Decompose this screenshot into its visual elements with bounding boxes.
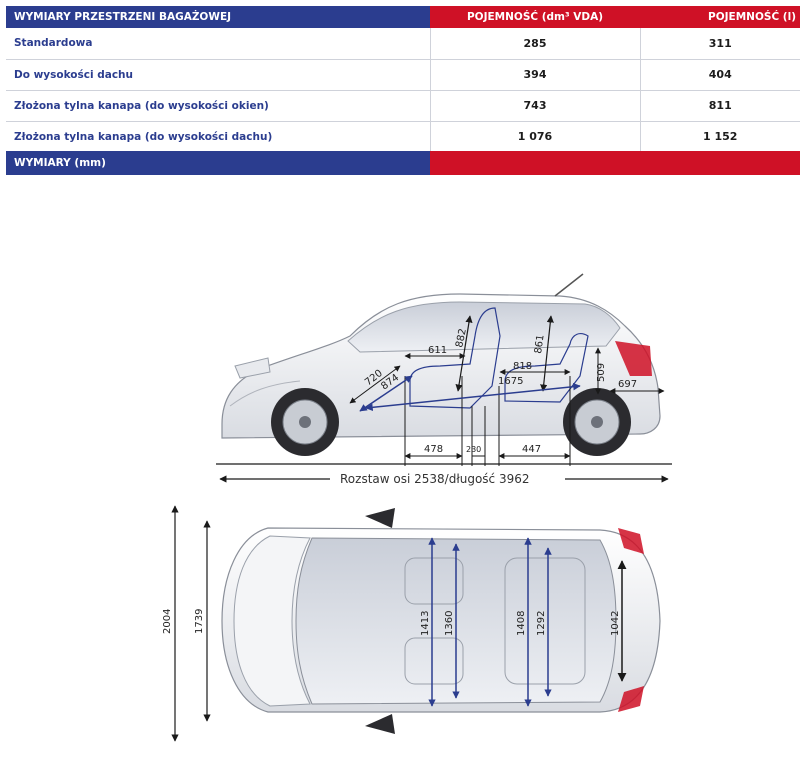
dim-1292-label: 1292 [536, 611, 547, 636]
dim-1413-label: 1413 [420, 611, 431, 636]
diagram-svg: 882 861 611 818 720 874 1675 509 697 478… [162, 273, 672, 742]
dim-447-label: 447 [522, 444, 541, 455]
dim-611-label: 611 [428, 345, 447, 356]
col-header-litres: POJEMNOŚĆ (l) [640, 6, 800, 28]
row-label: Standardowa [6, 28, 430, 60]
dim-1408-label: 1408 [516, 611, 527, 636]
dimensions-title: WYMIARY (mm) [6, 151, 430, 175]
table-row: Złożona tylna kanapa (do wysokości okien… [6, 90, 800, 122]
dim-861-label: 861 [533, 334, 547, 354]
side-view-car: 882 861 611 818 720 874 1675 509 697 478… [216, 273, 672, 486]
car-dimensions-diagram: 882 861 611 818 720 874 1675 509 697 478… [0, 176, 800, 763]
dim-818-label: 818 [513, 361, 532, 372]
row-vda-value: 743 [429, 90, 640, 122]
col-header-vda: POJEMNOŚĆ (dm³ VDA) [430, 6, 640, 28]
dim-697-label: 697 [618, 379, 637, 390]
table-row: Złożona tylna kanapa (do wysokości dachu… [6, 121, 800, 153]
dimensions-header-bar: WYMIARY (mm) [6, 151, 800, 175]
row-vda-value: 1 076 [429, 121, 640, 153]
row-litres-value: 811 [639, 90, 800, 122]
wheelbase-length-label: Rozstaw osi 2538/długość 3962 [340, 472, 530, 486]
dim-509-label: 509 [596, 363, 607, 382]
table-header-row: WYMIARY PRZESTRZENI BAGAŻOWEJ POJEMNOŚĆ … [6, 6, 800, 28]
row-litres-value: 1 152 [639, 121, 800, 153]
table-title: WYMIARY PRZESTRZENI BAGAŻOWEJ [6, 6, 430, 28]
dim-230-label: 230 [466, 445, 481, 454]
table-row: Do wysokości dachu 394 404 [6, 59, 800, 91]
row-litres-value: 311 [639, 28, 800, 60]
row-vda-value: 285 [429, 28, 640, 60]
row-litres-value: 404 [639, 59, 800, 91]
dim-1360-label: 1360 [444, 611, 455, 636]
dim-2004-label: 2004 [162, 609, 173, 634]
dimensions-bar-red [430, 151, 800, 175]
dim-1675-label: 1675 [498, 376, 523, 387]
dim-478-label: 478 [424, 444, 443, 455]
dim-1042-label: 1042 [610, 611, 621, 636]
dim-1739-label: 1739 [194, 609, 205, 634]
row-label: Do wysokości dachu [6, 59, 430, 91]
row-vda-value: 394 [429, 59, 640, 91]
table-row: Standardowa 285 311 [6, 28, 800, 60]
row-label: Złożona tylna kanapa (do wysokości okien… [6, 90, 430, 122]
dim-882-label: 882 [454, 328, 469, 349]
luggage-capacity-table: WYMIARY PRZESTRZENI BAGAŻOWEJ POJEMNOŚĆ … [6, 6, 800, 153]
row-label: Złożona tylna kanapa (do wysokości dachu… [6, 121, 430, 153]
top-view-car: 2004 1739 1413 1360 1408 1292 1042 [162, 505, 661, 742]
